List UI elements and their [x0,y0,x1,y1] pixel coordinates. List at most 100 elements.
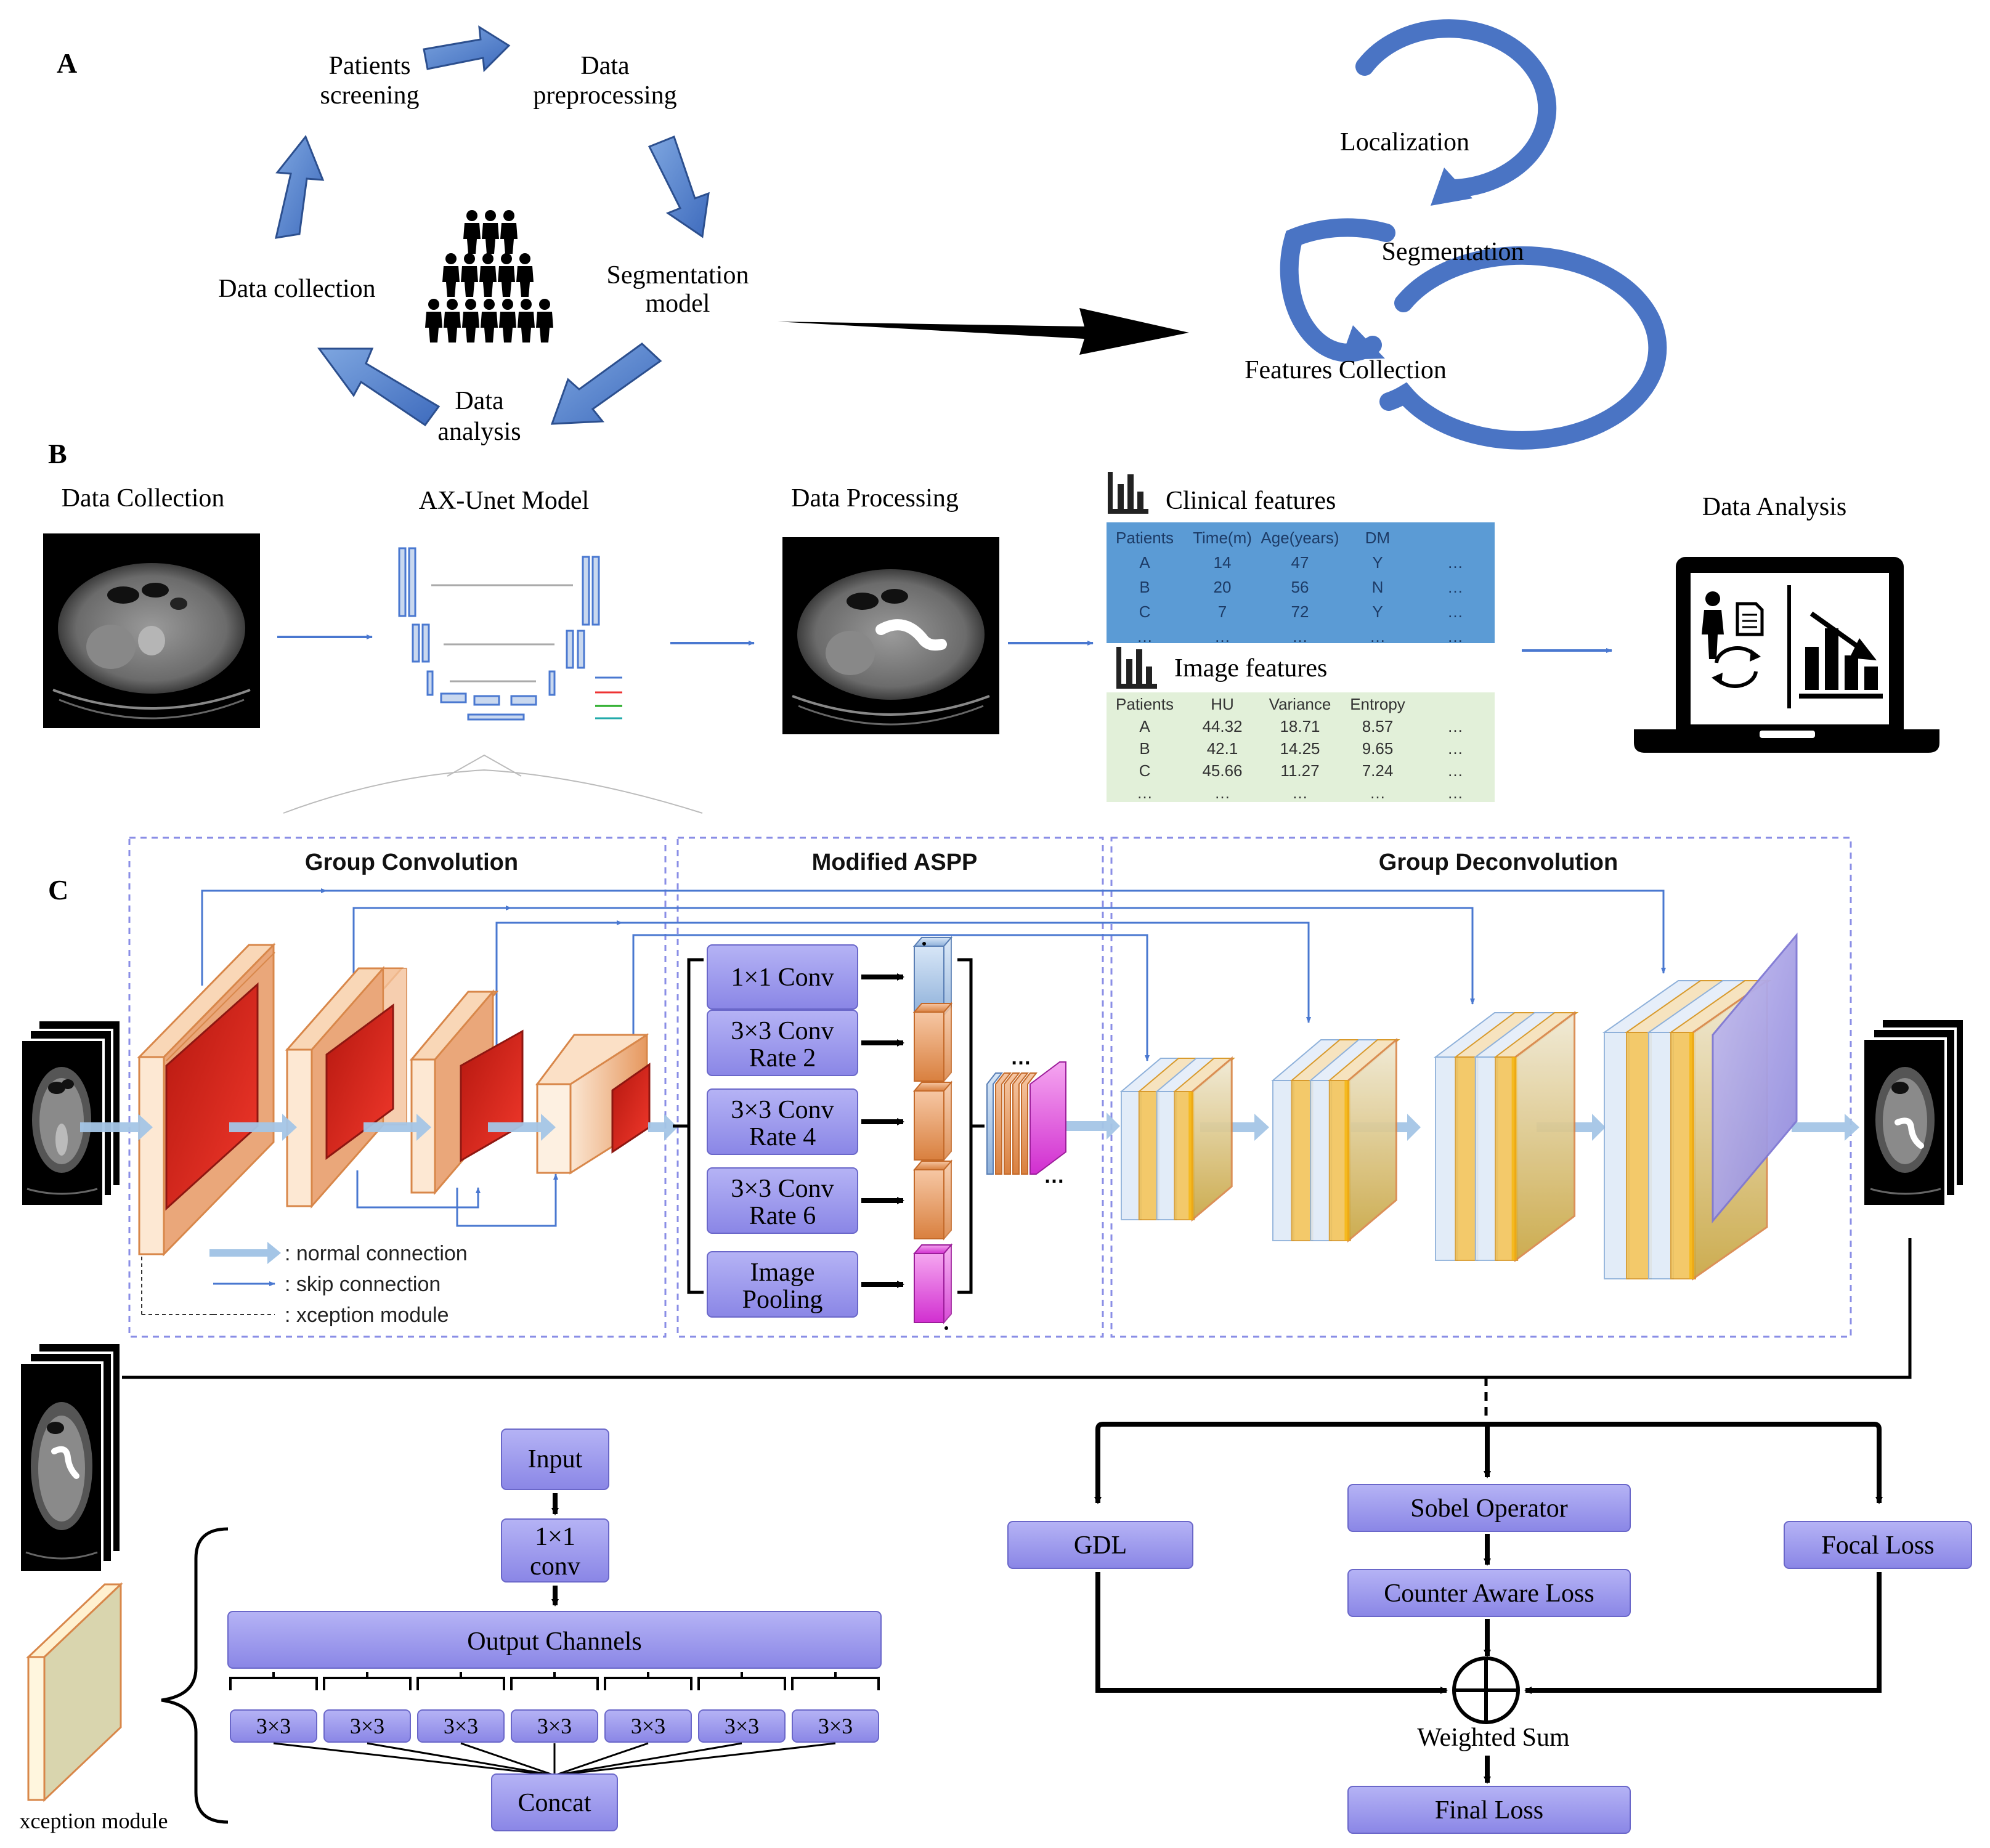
clinical_table-cell: … [1447,553,1463,572]
clinical_table-cell: 56 [1291,578,1309,596]
decoder-slab [1455,1056,1479,1261]
ct-scan-input [43,533,260,728]
decoder-block-face [1514,1011,1576,1262]
image_table-cell: 42.1 [1207,739,1238,758]
clinical_table-cell: … [1292,627,1308,646]
aspp-box-label: 3×3 Conv [731,1175,834,1203]
xception-conv3x3-box [323,1709,411,1743]
aspp-box-1 [707,1010,858,1076]
image_table-cell: 9.65 [1362,739,1394,758]
focal-loss-box [1784,1521,1972,1569]
aspp-bracket-left [673,958,704,1294]
panel-label-c: C [48,874,68,906]
image-features-title: Image features [1174,654,1327,683]
label-features-collection: Features Collection [1245,356,1447,384]
label-data-preprocessing-2: preprocessing [533,81,676,110]
xception-module-block [26,1582,123,1802]
panel-label-a: A [57,47,77,79]
image_table-cell: 11.27 [1280,761,1319,780]
xception-conv3x3-label: 3×3 [725,1714,759,1738]
xception-output-channels-label: Output Channels [467,1627,641,1656]
xception-conv1x1-box [501,1518,609,1583]
cycle-arrow-5 [275,135,325,239]
image_table-cell: … [1447,784,1463,802]
xception-conv3x3-box [230,1709,317,1743]
xception-split-bracket [791,1672,880,1690]
aspp-channel [914,1090,944,1161]
clinical_table-cell: C [1139,602,1151,621]
decoder-slab [1648,1032,1674,1279]
xception-merge-line [554,1742,836,1777]
decoder-slab [1474,1056,1498,1261]
aspp-channel-side [943,1080,952,1162]
aspp-bracket-right [957,958,985,1294]
xception-conv3x3-label: 3×3 [350,1714,384,1738]
image_table-cell: … [1370,784,1386,802]
cycle-arrow-3 [550,342,662,425]
aspp-box-label: Rate 6 [749,1202,816,1230]
xception-merge-line [273,1742,555,1777]
xception-split-bracket [323,1672,412,1690]
aspp-box-label: 3×3 Conv [731,1017,834,1045]
aspp-channel-side [943,1243,952,1324]
aspp-channel [914,1253,944,1323]
laptop-icon [1634,557,1939,753]
xception-split-bracket [510,1672,599,1690]
ground-truth-ct-stack [18,1342,122,1573]
image_table-cell: … [1292,784,1308,802]
clinical_table-header: Age(years) [1261,529,1339,547]
xception-output-channels-box [227,1611,882,1669]
encoder-block-3 [409,989,524,1196]
image-features-table [1107,692,1495,802]
image_table-cell: B [1139,739,1150,758]
xception-conv3x3-label: 3×3 [631,1714,665,1738]
decoder-slab-highlight [1188,1092,1194,1220]
clinical_table-cell: N [1372,578,1384,596]
xception-merge-line [460,1742,555,1777]
xception-conv3x3-box [511,1709,598,1743]
clinical_table-header: Time(m) [1193,529,1252,547]
xception-split-bracket [604,1672,692,1690]
aspp-box-label: Rate 2 [749,1044,816,1072]
aspp-box-2 [707,1088,858,1155]
cycle-arrow-4 [317,347,441,427]
xception-brace [161,1527,229,1824]
spiral-arrowhead-2 [1341,325,1385,360]
ax-unet-thumbnail [283,547,703,814]
label-localization: Localization [1340,128,1469,156]
label-patients-screening-1: Patients [329,52,411,80]
decoder-slab [1291,1080,1314,1241]
aspp-channel [914,1011,944,1082]
image_table-cell: 7.24 [1362,761,1394,780]
aspp-box-3 [707,1167,858,1234]
panel-label-b: B [48,438,67,469]
image_table-cell: 14.25 [1280,739,1320,758]
counter-aware-box [1347,1569,1631,1617]
clinical_table-cell: 14 [1214,553,1232,572]
title-ax-unet-model: AX-Unet Model [419,487,589,515]
aspp-concat-stack: … … [986,1046,1066,1188]
counter-aware-label: Counter Aware Loss [1384,1579,1594,1608]
legend-skip: : skip connection [285,1273,441,1296]
label-segmentation-model-2: model [646,290,710,318]
label-spiral-segmentation: Segmentation [1382,238,1524,266]
output-ct-stack [1862,1018,1965,1207]
decoder-slab [1156,1091,1177,1220]
xception-input-box [501,1429,609,1490]
clinical-features-table [1107,522,1495,643]
xception-split-bracket [229,1672,318,1690]
xception-concat-box [491,1773,618,1831]
aspp-box-0 [707,944,858,1010]
xception-conv3x3-box [604,1709,692,1743]
weighted-sum-label: Weighted Sum [1417,1724,1570,1752]
image_table-header: Variance [1269,695,1331,713]
xception-module-label: xception module [20,1809,168,1833]
label-data-preprocessing-1: Data [580,52,630,80]
aspp-box-label: 1×1 Conv [731,963,834,992]
xception-conv3x3-label: 3×3 [537,1714,572,1738]
image_table-cell: … [1447,739,1463,758]
people-group-icon [425,210,553,342]
decoder-slab-highlight [1344,1080,1350,1241]
